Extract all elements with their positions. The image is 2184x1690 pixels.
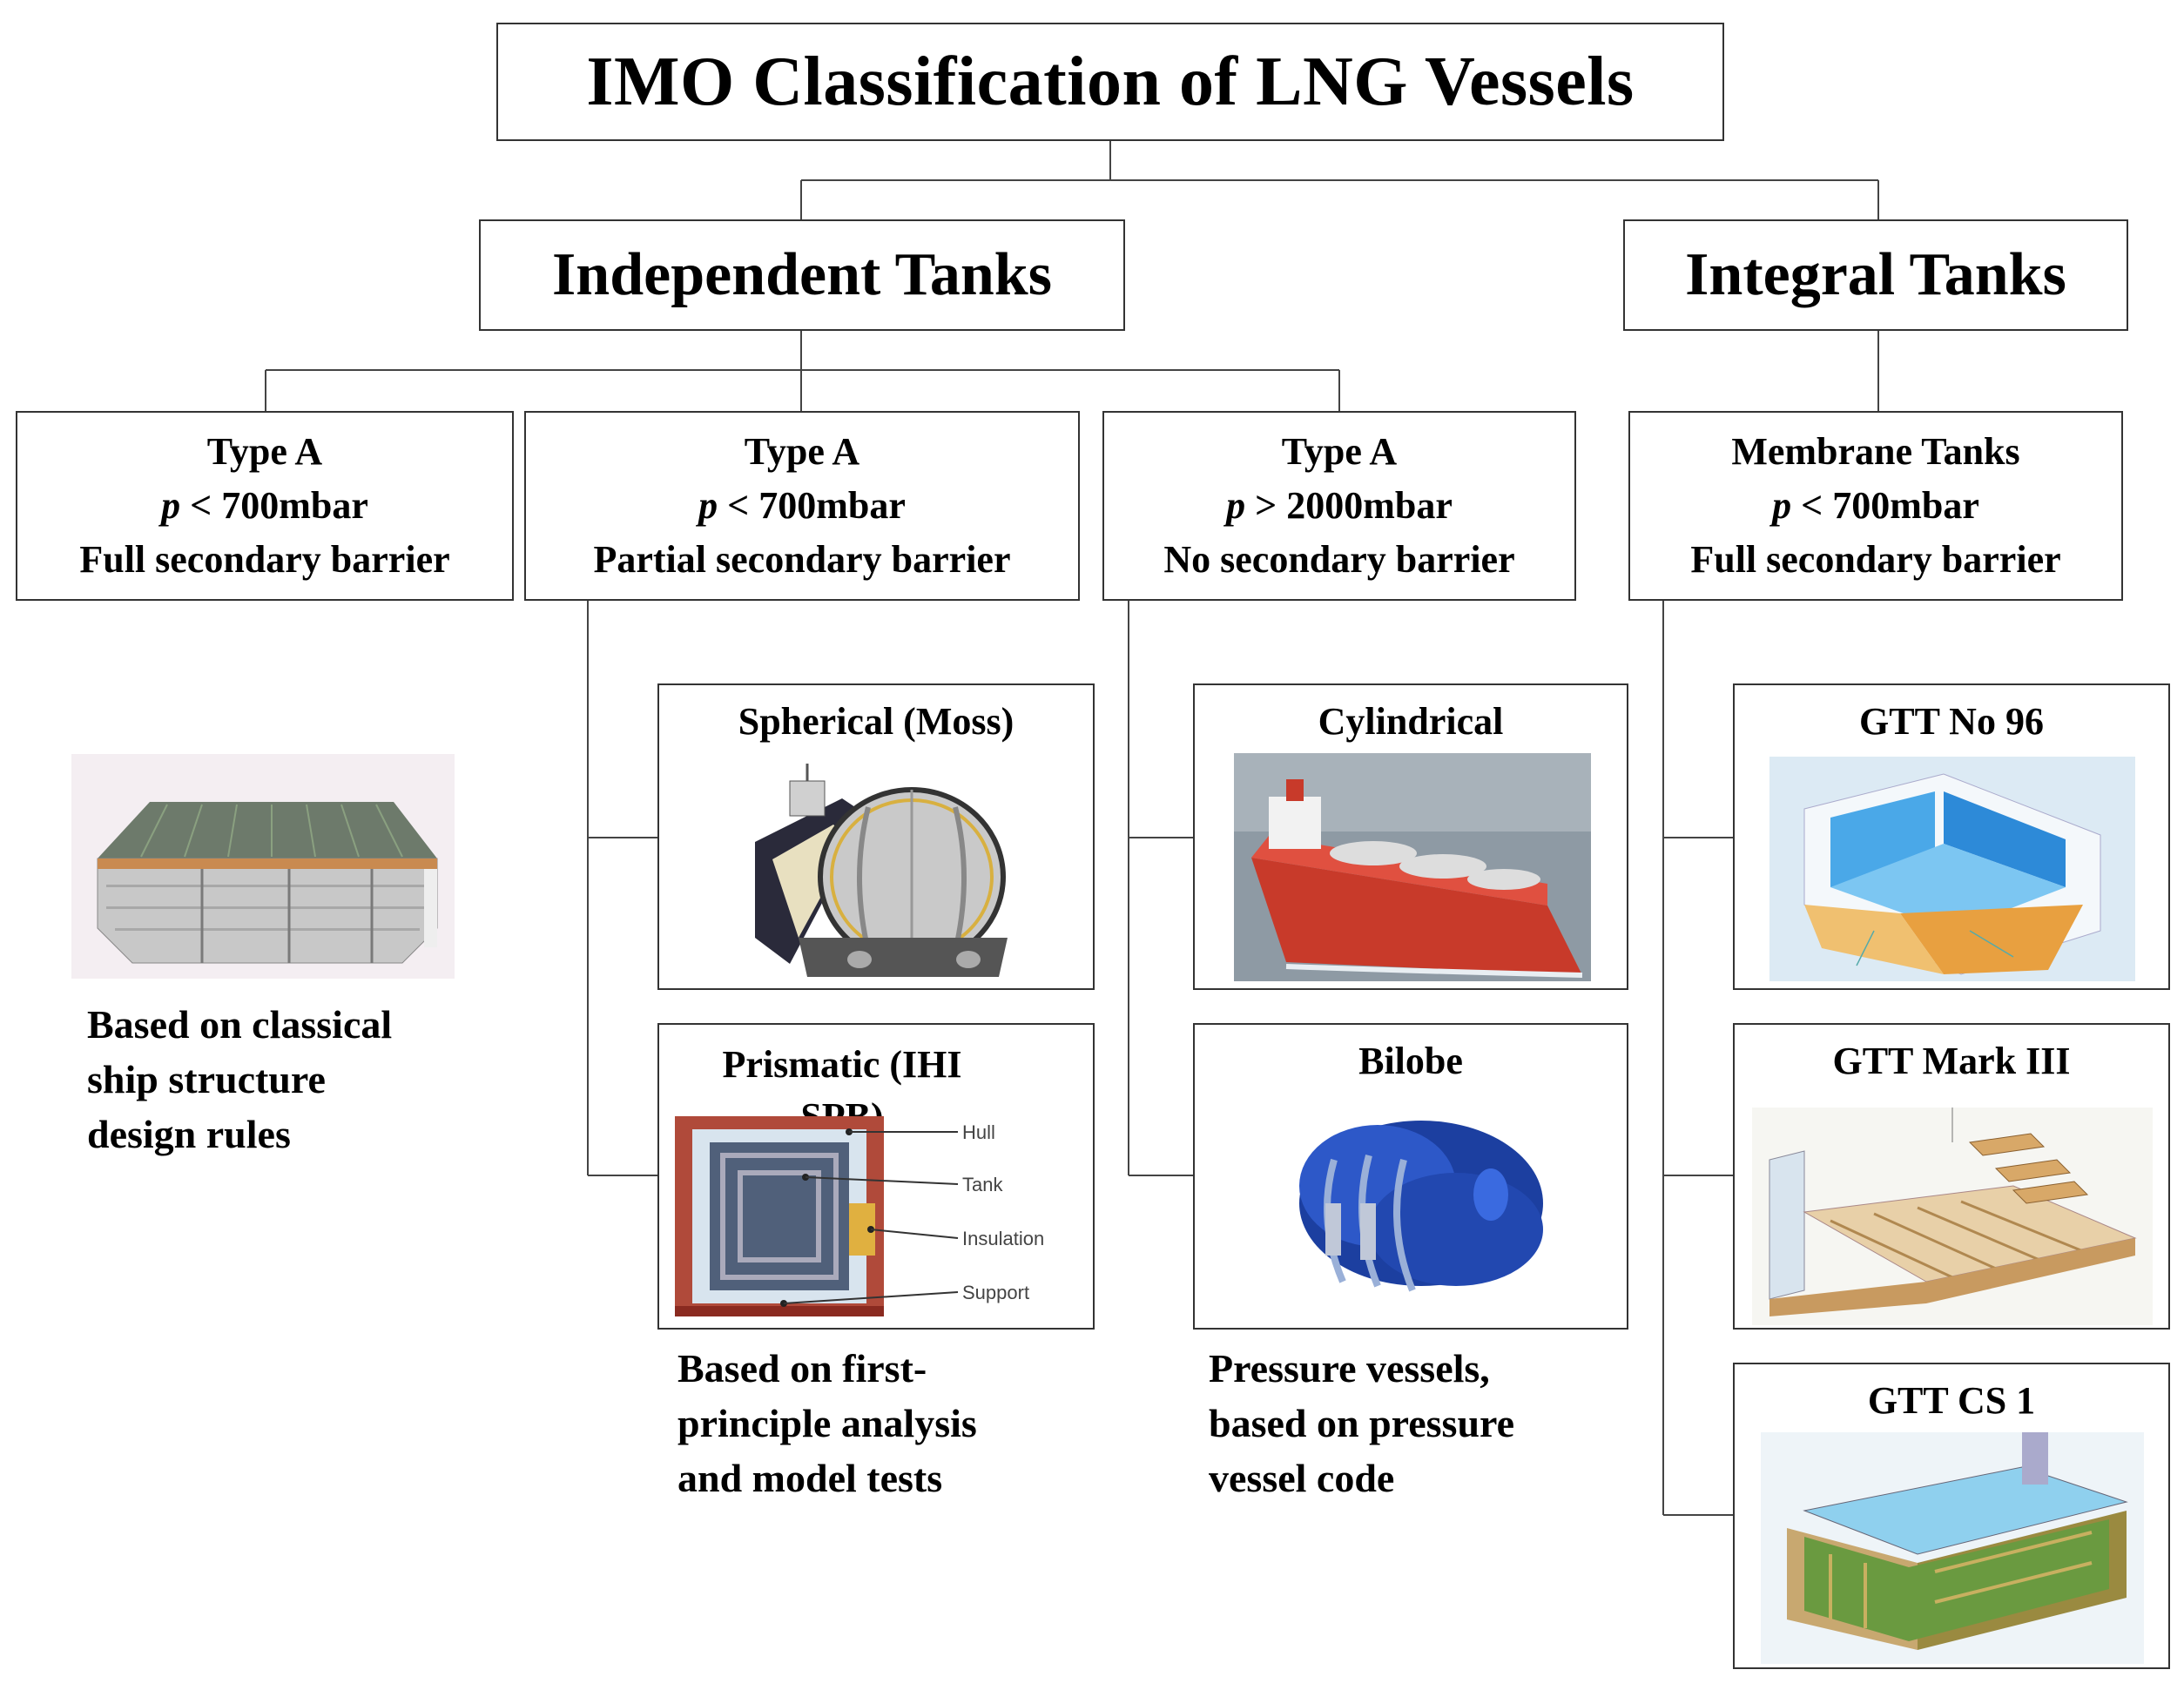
type-no-barrier-box: Type A p > 2000mbar No secondary barrier (1102, 411, 1576, 601)
prismatic-tank-illustration: Hull Tank Insulation Support (675, 1116, 1044, 1316)
description-line: design rules (87, 1112, 291, 1156)
pressure-line: p < 700mbar (594, 479, 1011, 533)
barrier-text: No secondary barrier (1163, 538, 1515, 581)
description-line: and model tests (677, 1456, 943, 1500)
gtt-mark-iii-box: GTT Mark III (1733, 1023, 2170, 1330)
pressure-value: < 700mbar (1801, 484, 1979, 527)
no-barrier-description: Pressure vessels, based on pressure vess… (1209, 1341, 1627, 1505)
barrier-text: Full secondary barrier (79, 538, 450, 581)
independent-tanks-box: Independent Tanks (479, 219, 1125, 331)
p-symbol: p (698, 484, 718, 527)
pressure-value: < 700mbar (727, 484, 906, 527)
barrier-text: Partial secondary barrier (593, 538, 1011, 581)
cylindrical-ship-illustration (1234, 753, 1591, 981)
cylindrical-label: Cylindrical (1318, 700, 1504, 743)
pressure-line: p > 2000mbar (1163, 479, 1514, 533)
p-symbol: p (1226, 484, 1246, 527)
type-partial-barrier-box: Type A p < 700mbar Partial secondary bar… (524, 411, 1080, 601)
type-name: Type A (206, 430, 323, 473)
description-line: ship structure (87, 1057, 326, 1101)
gtt-no-96-box: GTT No 96 (1733, 683, 2170, 990)
tank-callout: Tank (962, 1174, 1003, 1195)
gtt-cs1-label: GTT CS 1 (1867, 1379, 2036, 1422)
hull-callout: Hull (962, 1121, 995, 1143)
bilobe-label: Bilobe (1358, 1040, 1463, 1082)
description-line: based on pressure (1209, 1401, 1515, 1445)
gtt-no-96-illustration (1769, 757, 2135, 981)
gtt-mark-iii-label: GTT Mark III (1832, 1040, 2071, 1082)
pressure-value: > 2000mbar (1255, 484, 1453, 527)
bilobe-box: Bilobe (1193, 1023, 1628, 1330)
spherical-moss-label: Spherical (Moss) (738, 700, 1014, 743)
gtt-cs1-box: GTT CS 1 (1733, 1363, 2170, 1669)
gtt-cs1-illustration (1761, 1432, 2144, 1664)
barrier-text: Full secondary barrier (1690, 538, 2061, 581)
bilobe-tank-illustration (1299, 1121, 1543, 1292)
type-name: Type A (1281, 430, 1398, 473)
full-barrier-tank-illustration (71, 754, 455, 979)
support-callout: Support (962, 1282, 1029, 1303)
membrane-tanks-box: Membrane Tanks p < 700mbar Full secondar… (1628, 411, 2123, 601)
spherical-moss-box: Spherical (Moss) (657, 683, 1095, 990)
pressure-value: < 700mbar (190, 484, 368, 527)
prismatic-ihi-spb-box: Prismatic (IHI SPB) Hull Tank Insulation… (657, 1023, 1095, 1330)
type-name: Membrane Tanks (1731, 430, 2020, 473)
spherical-tank-illustration (755, 764, 1008, 977)
type-full-barrier-box: Type A p < 700mbar Full secondary barrie… (16, 411, 514, 601)
description-line: Based on first- (677, 1346, 927, 1390)
title-box: IMO Classification of LNG Vessels (496, 23, 1724, 141)
integral-tanks-label: Integral Tanks (1685, 241, 2066, 308)
description-line: Pressure vessels, (1209, 1346, 1490, 1390)
full-barrier-description: Based on classical ship structure design… (87, 997, 505, 1161)
description-line: Based on classical (87, 1002, 393, 1047)
p-symbol: p (161, 484, 181, 527)
independent-tanks-label: Independent Tanks (552, 241, 1052, 308)
description-line: principle analysis (677, 1401, 977, 1445)
insulation-callout: Insulation (962, 1228, 1044, 1249)
gtt-no-96-label: GTT No 96 (1859, 700, 2044, 743)
gtt-mark-iii-illustration (1752, 1108, 2153, 1325)
type-name: Type A (744, 430, 860, 473)
integral-tanks-box: Integral Tanks (1623, 219, 2128, 331)
page-title: IMO Classification of LNG Vessels (586, 43, 1635, 120)
pressure-line: p < 700mbar (79, 479, 449, 533)
description-line: vessel code (1209, 1456, 1395, 1500)
cylindrical-box: Cylindrical (1193, 683, 1628, 990)
partial-barrier-description: Based on first- principle analysis and m… (677, 1341, 1078, 1505)
p-symbol: p (1772, 484, 1792, 527)
pressure-line: p < 700mbar (1690, 479, 2060, 533)
